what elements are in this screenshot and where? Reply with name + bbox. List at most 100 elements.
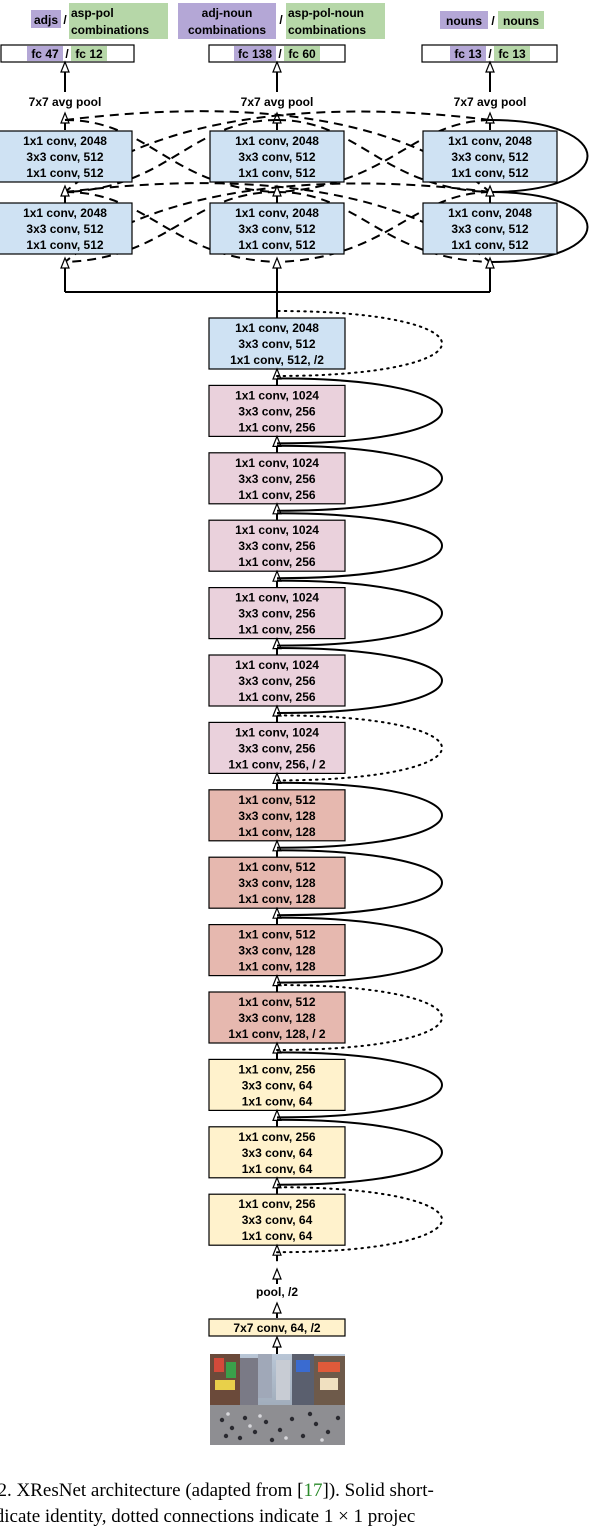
branch-bottom-right-line-1: 1x1 conv, 2048 <box>448 206 532 220</box>
branch-top-right-line-3: 1x1 conv, 512 <box>451 166 528 180</box>
caption-line-1-a: re 2. XResNet architecture (adapted from… <box>0 1480 304 1501</box>
trunk-block-2-line-3: 1x1 conv, 256 <box>238 420 315 434</box>
trunk-block-14-line-2: 3x3 conv, 64 <box>242 1213 313 1227</box>
shortcut-identity-2 <box>276 377 443 445</box>
trunk-block-1-line-3: 1x1 conv, 512, /2 <box>230 353 324 367</box>
shortcut-identity-12 <box>276 1051 443 1119</box>
trunk-block-3-line-3: 1x1 conv, 256 <box>238 488 315 502</box>
shortcut-identity-5 <box>276 579 443 647</box>
branch-top-right-line-2: 3x3 conv, 512 <box>451 150 528 164</box>
branch-top-left-line-3: 1x1 conv, 512 <box>26 166 103 180</box>
middle-head-purple-line1: adj-noun <box>202 6 253 20</box>
middle-head-purple-tag <box>178 3 276 39</box>
figure-caption: re 2. XResNet architecture (adapted from… <box>0 1470 612 1532</box>
trunk-block-10-line-3: 1x1 conv, 128 <box>238 960 315 974</box>
shortcut-projection-11 <box>276 984 443 1051</box>
right-head-green-text: nouns <box>503 14 539 28</box>
trunk-block-5-box <box>208 586 346 640</box>
shortcut-identity-8 <box>276 781 443 849</box>
trunk-block-14-box <box>208 1193 346 1246</box>
trunk-block-8-line-1: 1x1 conv, 512 <box>238 793 315 807</box>
shortcut-identity-13 <box>276 1118 443 1186</box>
conv1-box <box>208 1318 346 1337</box>
conv1-label: 7x7 conv, 64, /2 <box>233 1321 320 1335</box>
shortcut-projection-1 <box>276 310 443 377</box>
trunk-block-7-line-2: 3x3 conv, 256 <box>238 741 315 755</box>
trunk-block-11-line-3: 1x1 conv, 128, / 2 <box>228 1027 325 1041</box>
trunk-block-12-line-3: 1x1 conv, 64 <box>242 1094 313 1108</box>
branch-bottom-right-box <box>422 202 558 255</box>
branch-bottom-middle-line-3: 1x1 conv, 512 <box>238 238 315 252</box>
branch-top-blocks: 1x1 conv, 2048 3x3 conv, 512 1x1 conv, 512… <box>0 130 558 183</box>
shortcut-identity-3 <box>276 444 443 512</box>
trunk-block-3-line-2: 3x3 conv, 256 <box>238 472 315 486</box>
trunk-block-2-line-1: 1x1 conv, 1024 <box>235 388 319 402</box>
caption-line-2: indicate identity, dotted connections in… <box>0 1506 416 1527</box>
trunk-split <box>60 184 495 318</box>
fc-right-a: fc 13 <box>454 47 482 61</box>
trunk-block-5-line-2: 3x3 conv, 256 <box>238 607 315 621</box>
branch-shortcuts <box>64 110 589 263</box>
branch-top-left-box <box>0 130 133 183</box>
trunk-block-6-line-2: 3x3 conv, 256 <box>238 674 315 688</box>
left-head-sep: / <box>63 13 67 27</box>
fc-right-sep: / <box>488 47 492 61</box>
trunk-block-9-line-2: 3x3 conv, 128 <box>238 876 315 890</box>
fc-middle-sep: / <box>278 47 282 61</box>
fc-left-a: fc 47 <box>31 47 59 61</box>
fc-left-b: fc 12 <box>75 47 103 61</box>
trunk-block-8-line-2: 3x3 conv, 128 <box>238 809 315 823</box>
branch-bottom-left-line-3: 1x1 conv, 512 <box>26 238 103 252</box>
branch-top-left-line-2: 3x3 conv, 512 <box>26 150 103 164</box>
trunk-block-12-line-2: 3x3 conv, 64 <box>242 1078 313 1092</box>
middle-head-green-line2: combinations <box>288 23 366 37</box>
trunk-block-4-box <box>208 519 346 572</box>
fc-left-sep: / <box>65 47 69 61</box>
trunk-block-1-line-2: 3x3 conv, 512 <box>238 337 315 351</box>
branch-bottom-middle-box <box>209 202 345 255</box>
caption-line-1-b: ]). Solid short- <box>322 1480 434 1501</box>
caption-reference-link[interactable]: 17 <box>303 1480 323 1501</box>
fc-box-left: fc 47 / fc 12 <box>0 44 135 63</box>
branch-bottom-middle-line-2: 3x3 conv, 512 <box>238 222 315 236</box>
shortcut-projection-14 <box>276 1186 443 1254</box>
trunk-block-10-line-1: 1x1 conv, 512 <box>238 928 315 942</box>
trunk-block-4-line-1: 1x1 conv, 1024 <box>235 523 319 537</box>
trunk-blocks: 1x1 conv, 2048 3x3 conv, 512 1x1 conv, 512… <box>208 310 443 1262</box>
trunk-block-5-line-3: 1x1 conv, 256 <box>238 623 315 637</box>
pool-label: pool, /2 <box>256 1285 298 1299</box>
shortcut-identity-6 <box>276 647 443 714</box>
trunk-block-9-line-1: 1x1 conv, 512 <box>238 860 315 874</box>
trunk-block-3: 1x1 conv, 1024 3x3 conv, 256 1x1 conv, 256 <box>208 452 346 505</box>
branch-top-left-line-1: 1x1 conv, 2048 <box>23 134 107 148</box>
left-head-green-line1: asp-pol <box>71 6 114 20</box>
trunk-block-3-box <box>208 452 346 505</box>
branch-bottom-blocks: 1x1 conv, 2048 3x3 conv, 512 1x1 conv, 512… <box>0 202 558 255</box>
trunk-block-13-line-3: 1x1 conv, 64 <box>242 1162 313 1176</box>
shortcut-identity-9 <box>276 849 443 917</box>
caption-line-1: re 2. XResNet architecture (adapted from… <box>0 1478 434 1504</box>
right-head-purple-tag <box>440 11 488 29</box>
branch-top-middle-line-3: 1x1 conv, 512 <box>238 166 315 180</box>
middle-head-green-line1: asp-pol-noun <box>288 6 364 20</box>
branch-top-middle-line-2: 3x3 conv, 512 <box>238 150 315 164</box>
fc-box-middle: fc 138 / fc 60 <box>208 44 346 63</box>
trunk-block-1: 1x1 conv, 2048 3x3 conv, 512 1x1 conv, 512… <box>208 317 346 370</box>
trunk-block-1-line-1: 1x1 conv, 2048 <box>235 321 319 335</box>
trunk-block-13-line-2: 3x3 conv, 64 <box>242 1146 313 1160</box>
trunk-block-3-line-1: 1x1 conv, 1024 <box>235 456 319 470</box>
trunk-block-6-box <box>208 654 346 707</box>
branch-bottom-left-line-1: 1x1 conv, 2048 <box>23 206 107 220</box>
